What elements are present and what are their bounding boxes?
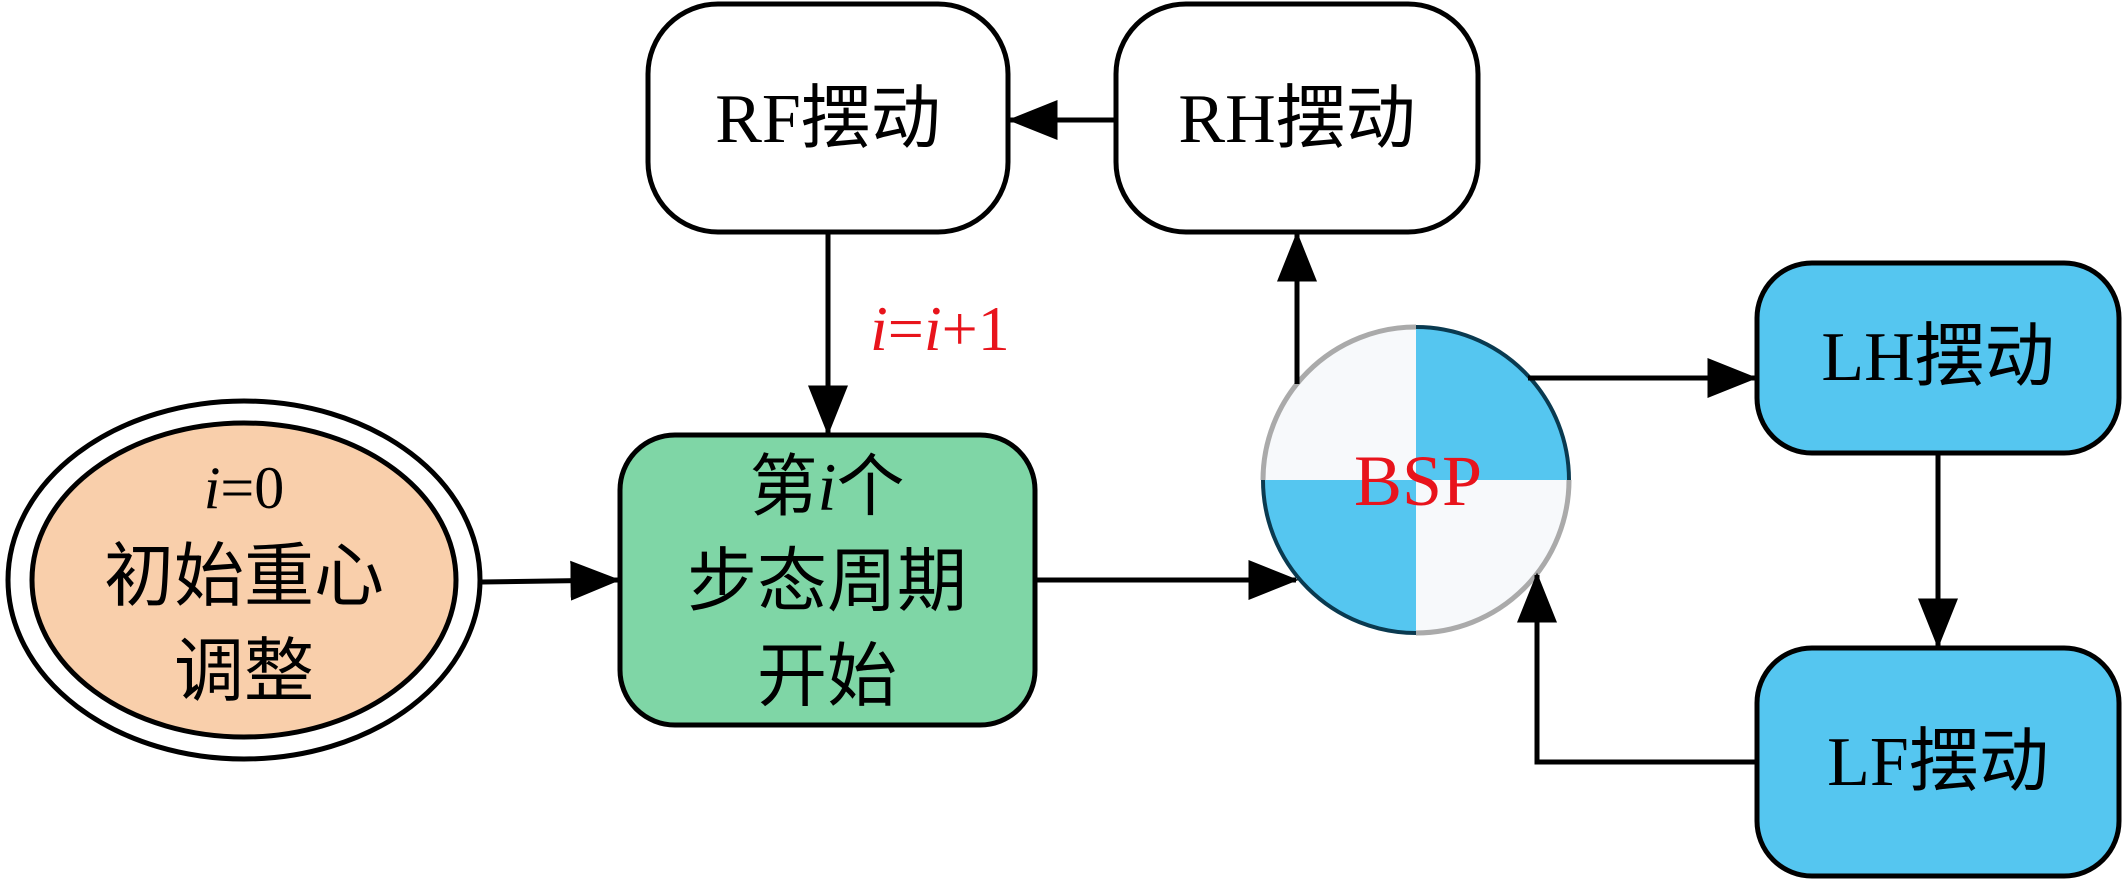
counter-increment-label: i=i+1 xyxy=(870,293,1010,364)
lf-swing-label: LF摆动 xyxy=(1827,724,2049,801)
cycle-node-line2: 步态周期 xyxy=(687,544,967,621)
rh-swing-label: RH摆动 xyxy=(1178,81,1415,158)
rh-swing-node: RH摆动 xyxy=(1113,1,1481,235)
cycle-node-line3: 开始 xyxy=(757,639,897,716)
edge-lf-to-bsp xyxy=(1517,572,1757,765)
start-node: i=0 初始重心 调整 xyxy=(5,398,483,762)
cycle-node-line1: 第i个 xyxy=(750,449,905,525)
bsp-node: BSP xyxy=(1260,324,1572,636)
edges xyxy=(481,100,1958,765)
start-node-line3: 调整 xyxy=(174,634,314,711)
start-node-line2: 初始重心 xyxy=(104,539,384,616)
start-node-fill xyxy=(29,420,459,740)
rf-swing-label: RF摆动 xyxy=(715,81,941,158)
bsp-label: BSP xyxy=(1354,441,1482,521)
edge-start-to-cycle xyxy=(481,560,621,601)
rf-swing-node: RF摆动 xyxy=(645,1,1011,235)
lh-swing-node: LH摆动 xyxy=(1754,260,2122,456)
cycle-start-node: 第i个 步态周期 开始 xyxy=(617,432,1038,728)
lh-swing-label: LH摆动 xyxy=(1821,319,2054,396)
lf-swing-node: LF摆动 xyxy=(1754,645,2122,879)
start-node-counter: i=0 xyxy=(204,455,285,521)
